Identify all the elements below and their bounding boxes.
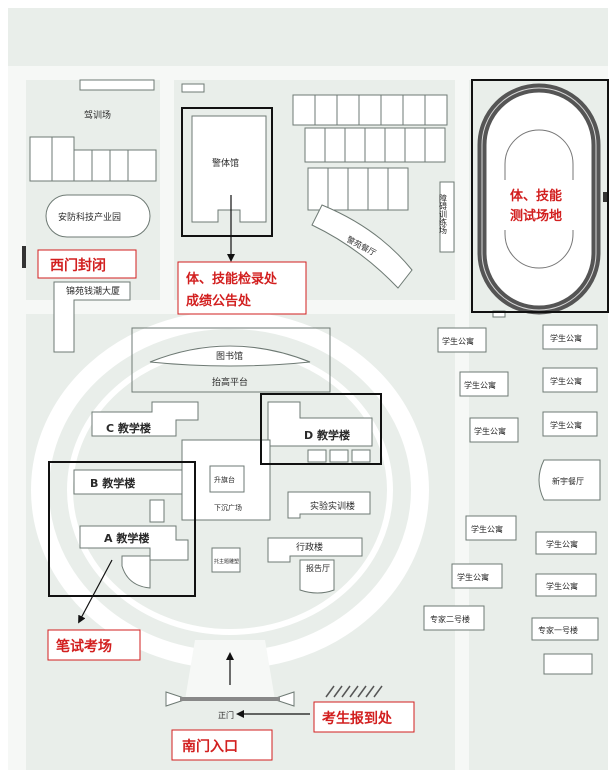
north-road	[8, 66, 608, 80]
administration-building-label: 行政楼	[296, 541, 323, 553]
track-gate	[603, 192, 609, 202]
security-tech-park	[45, 194, 151, 238]
ab-building-highlight-box	[48, 461, 196, 597]
driving-field-marker-strip	[79, 79, 155, 91]
library-label: 图书馆	[216, 350, 243, 362]
west-road	[8, 80, 26, 770]
svg-text:学生公寓: 学生公寓	[471, 524, 503, 534]
svg-text:学生公寓: 学生公寓	[550, 376, 582, 386]
security-tech-park-label: 安防科技产业园	[58, 211, 121, 223]
jinyuan-building	[53, 281, 131, 353]
south-gate-callout: 南门入口	[182, 738, 238, 755]
south-gate-bar	[180, 697, 280, 701]
jingyuan-canteen	[311, 204, 413, 289]
c-building-label: C 教学楼	[106, 421, 151, 435]
test-field-callout-line1: 体、技能	[510, 188, 562, 204]
west-gate-callout: 西门封闭	[50, 257, 106, 274]
parking-stripes	[325, 685, 383, 698]
report-callout: 考生报到处	[322, 710, 393, 727]
gymnasium-highlight-box	[181, 107, 273, 237]
gymnasium-label: 警体馆	[212, 157, 239, 169]
d-building-highlight-box	[260, 393, 382, 465]
west-gate-marker	[22, 246, 26, 268]
library	[149, 345, 311, 367]
xinyu-canteen-label: 新宇餐厅	[552, 476, 584, 486]
jinyuan-building-label: 锦苑钱潮大厦	[66, 285, 120, 297]
experiment-building-label: 实验实训楼	[310, 500, 355, 512]
teaching-block-north	[292, 94, 448, 211]
expert-building-1-label: 专家一号楼	[538, 625, 578, 635]
exam-room-arrow	[78, 559, 113, 624]
written-exam-callout-box	[47, 629, 141, 661]
garage-row	[29, 136, 157, 182]
expert-building-2-label: 专家二号楼	[430, 614, 470, 624]
c-building	[91, 401, 199, 437]
expert-building-1	[531, 617, 599, 641]
svg-text:学生公寓: 学生公寓	[464, 380, 496, 390]
report-hall	[299, 559, 335, 594]
east-road	[455, 80, 469, 770]
flag-platform-label: 升旗台	[214, 475, 235, 484]
test-field-callout-line2: 测试场地	[510, 208, 562, 224]
xinyu-canteen	[538, 459, 601, 501]
svg-text:学生公寓: 学生公寓	[442, 336, 474, 346]
d-building-wing-3	[351, 449, 371, 463]
report-callout-box	[313, 701, 415, 733]
track-highlight-box	[471, 79, 609, 313]
svg-text:学生公寓: 学生公寓	[550, 333, 582, 343]
svg-text:学生公寓: 学生公寓	[546, 539, 578, 549]
small-building-southeast	[543, 653, 593, 675]
check-in-callout-line2: 成绩公告处	[186, 293, 252, 309]
middle-road	[160, 80, 174, 310]
written-exam-callout: 笔试考场	[56, 638, 112, 655]
south-gate-callout-box	[171, 729, 273, 761]
theme-sculpture-label: 托主题雕塑	[214, 558, 239, 565]
svg-text:学生公寓: 学生公寓	[457, 572, 489, 582]
b-building-label: B 教学楼	[90, 476, 135, 490]
gymnasium	[191, 115, 267, 223]
svg-text:学生公寓: 学生公寓	[474, 426, 506, 436]
check-in-callout-box	[177, 261, 307, 315]
raised-platform-label: 抬高平台	[212, 376, 248, 388]
check-in-callout-line1: 体、技能检录处	[186, 271, 278, 287]
d-building-label: D 教学楼	[304, 428, 350, 442]
d-building-wing-1	[307, 449, 327, 463]
experiment-building	[287, 491, 371, 519]
b-building-annex	[149, 499, 165, 523]
west-gate-callout-box	[37, 249, 137, 279]
report-hall-label-1: 报告厅	[306, 563, 330, 573]
raised-platform-frame	[131, 327, 331, 393]
administration-building	[267, 537, 363, 563]
theme-sculpture	[211, 547, 241, 573]
main-gate-label: 正门	[218, 710, 234, 720]
obstacle-training-field	[439, 181, 455, 253]
sunken-plaza-label: 下沉广场	[214, 503, 242, 512]
d-building-wing-2	[329, 449, 349, 463]
obstacle-training-label: 障碍训练场	[439, 193, 448, 235]
a-building	[79, 525, 189, 561]
b-building	[73, 469, 183, 495]
test-field-callout-box	[503, 180, 579, 230]
svg-text:学生公寓: 学生公寓	[546, 581, 578, 591]
expert-building-2	[423, 605, 485, 631]
driving-field-label: 驾训场	[84, 110, 111, 121]
driving-field-marker-strip-2	[181, 83, 205, 93]
a-building-south-wing	[121, 555, 151, 589]
a-building-label: A 教学楼	[104, 531, 149, 545]
flag-platform	[209, 465, 245, 493]
svg-text:学生公寓: 学生公寓	[550, 420, 582, 430]
dormitories: 学生公寓 学生公寓 学生公寓 学生公寓 学生公寓 学生公寓 学生公寓 学生公寓 …	[437, 324, 598, 597]
